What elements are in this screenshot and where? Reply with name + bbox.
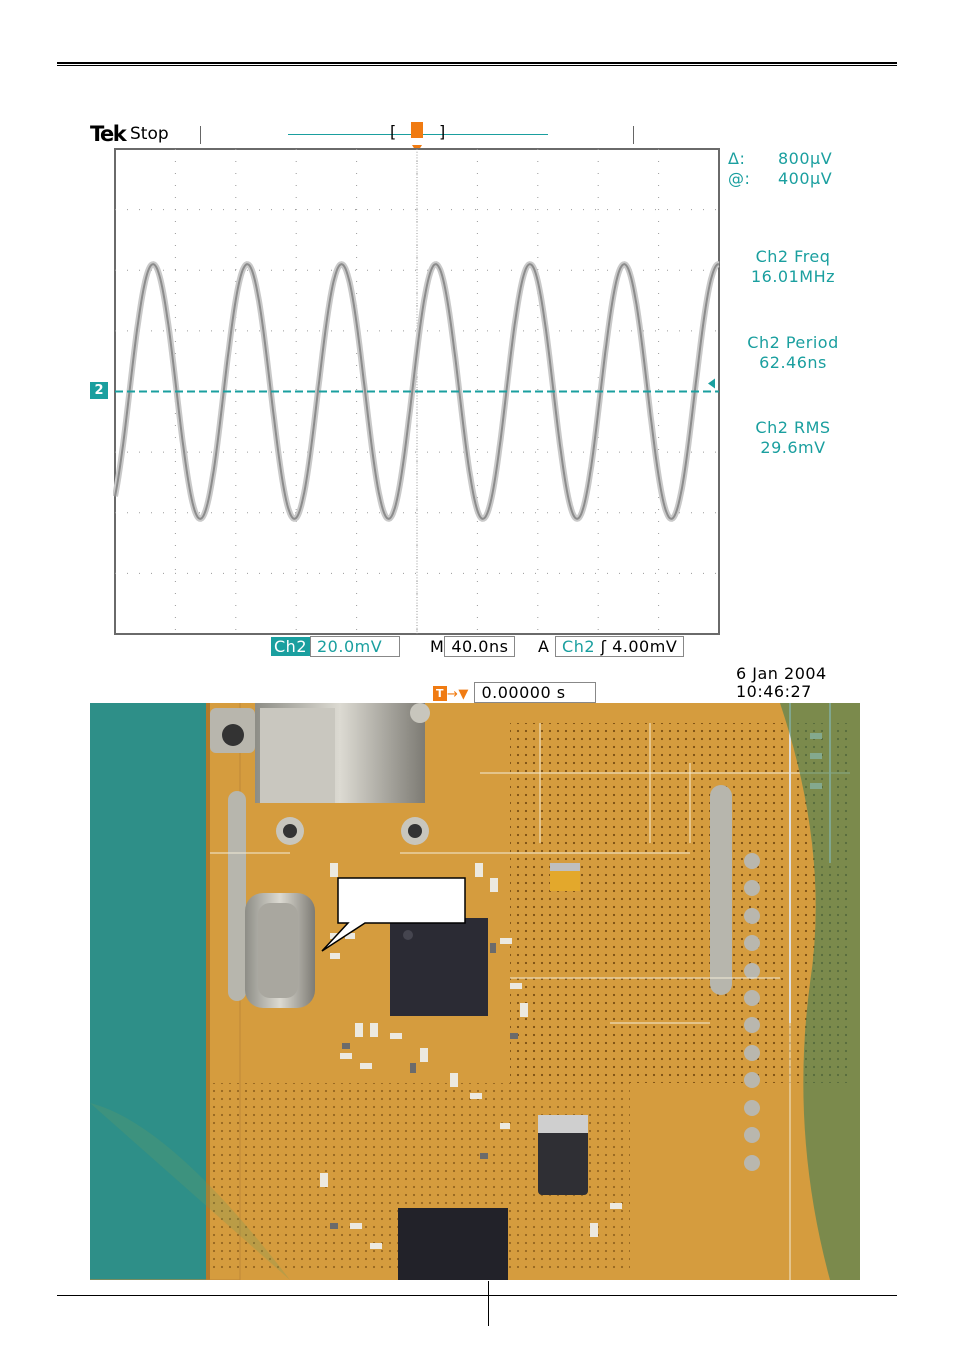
arrow-icon: →▼ (447, 687, 469, 702)
oscilloscope-capture: Tek Stop [ ] T 2 Δ: 800μV @: 400μV Ch2 Fre… (88, 118, 868, 704)
top-separator (633, 126, 634, 144)
cursor-at: @: 400μV (728, 169, 832, 188)
measurement-value: 62.46ns (759, 353, 827, 372)
cursor-delta-value: 800μV (778, 149, 833, 168)
measurement-name: Ch2 Freq (755, 247, 831, 266)
footer-rule (57, 1295, 897, 1296)
trigger-mode: A (538, 637, 550, 656)
measurement-rms: Ch2 RMS 29.6mV (718, 418, 868, 458)
waveform-trace (114, 263, 720, 520)
volts-per-div: 20.0mV (310, 636, 400, 657)
measurement-name: Ch2 RMS (755, 418, 831, 437)
trigger-icon: T (433, 686, 447, 701)
measurement-period: Ch2 Period 62.46ns (718, 333, 868, 373)
trigger-source: Ch2 (562, 637, 596, 656)
cursor-at-label: @: (728, 169, 751, 188)
footer-divider (488, 1281, 489, 1326)
measurement-value: 29.6mV (760, 438, 826, 457)
trigger-position-value: 0.00000 s (474, 682, 597, 703)
top-separator (200, 126, 201, 144)
channel-2-marker: 2 (90, 382, 108, 399)
trigger-settings: Ch2 ʃ 4.00mV (555, 636, 685, 657)
measurement-freq: Ch2 Freq 16.01MHz (718, 247, 868, 287)
channel-badge: Ch2 (271, 637, 310, 656)
brand-logo: Tek (90, 122, 127, 146)
trigger-level: 4.00mV (612, 637, 678, 656)
cursor-delta-label: Δ: (728, 149, 746, 168)
waveform-plot (113, 148, 720, 635)
timebase-label: M (430, 637, 445, 656)
header-rule (57, 62, 897, 66)
cursor-at-value: 400μV (778, 169, 833, 188)
measurement-name: Ch2 Period (747, 333, 839, 352)
trigger-readout: A Ch2 ʃ 4.00mV (538, 636, 685, 658)
pcb-image (90, 703, 860, 1280)
pcb-photo (90, 703, 860, 1280)
trigger-position-icon (411, 122, 423, 138)
measurement-value: 16.01MHz (750, 267, 836, 286)
trigger-slope-icon: ʃ (600, 637, 607, 656)
trigger-level-marker (708, 378, 715, 389)
cursor-delta: Δ: 800μV (728, 149, 832, 168)
trigger-position-readout: T→▼ 0.00000 s (433, 682, 597, 703)
scope-graticule (113, 147, 721, 636)
capture-time: 10:46:27 (736, 682, 812, 701)
record-bracket-left: [ (390, 122, 397, 141)
acquisition-status: Stop (130, 124, 169, 144)
record-bracket-right: ] (439, 122, 446, 141)
capture-date: 6 Jan 2004 (736, 664, 827, 683)
timebase-value: 40.0ns (444, 636, 516, 657)
